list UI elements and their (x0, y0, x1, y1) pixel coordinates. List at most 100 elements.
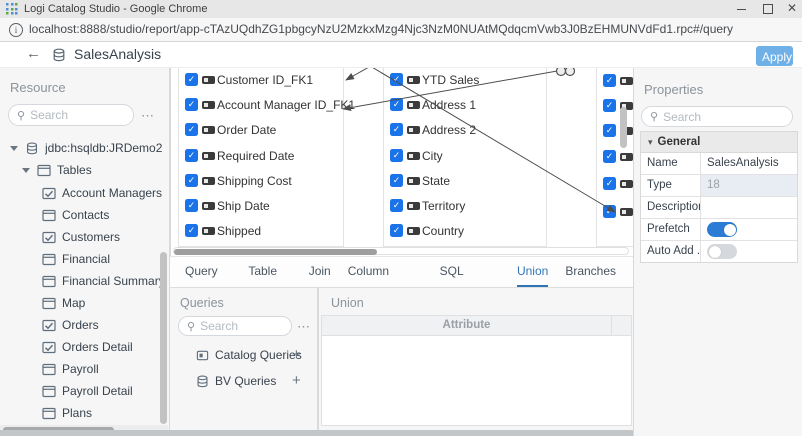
name-value[interactable]: SalesAnalysis (707, 157, 779, 169)
field-row[interactable]: ✓Ship Date (185, 193, 270, 218)
bv-queries-icon (196, 375, 209, 388)
field-row[interactable]: ✓State (390, 168, 450, 193)
checkbox-checked-icon[interactable]: ✓ (390, 149, 403, 162)
field-row[interactable]: ✓Account Manager ID_FK1 (185, 92, 355, 117)
field-row[interactable]: ✓Shipped (185, 218, 261, 243)
table-panel-orders[interactable]: ✓Customer ID_FK1 ✓Account Manager ID_FK1… (178, 68, 355, 247)
table-panel-customers[interactable]: ✓YTD Sales ✓Address 1 ✓Address 2 ✓City ✓… (383, 68, 547, 247)
diagram-vertical-scrollbar[interactable] (620, 107, 627, 148)
general-section-header[interactable]: ▾ General (641, 132, 797, 153)
checkbox-checked-icon[interactable]: ✓ (390, 123, 403, 136)
tree-item-table[interactable]: Payroll Detail (42, 382, 133, 400)
tree-item-table[interactable]: Customers (42, 228, 120, 246)
tree-item-table[interactable]: Map (42, 294, 85, 312)
tree-item-table[interactable]: Contacts (42, 206, 109, 224)
tree-item-connection[interactable]: jdbc:hsqldb:JRDemo2320 (10, 139, 163, 157)
checkbox-checked-icon[interactable]: ✓ (603, 74, 616, 87)
queries-search-input[interactable] (200, 319, 269, 333)
tab-branches[interactable]: Branches (565, 264, 617, 278)
url-text[interactable]: localhost:8888/studio/report/app-cTAzUQd… (29, 22, 734, 36)
tab-join[interactable]: Join (308, 264, 331, 278)
join-link-icon[interactable] (555, 68, 576, 77)
tree-item-table[interactable]: Financial Summary (42, 272, 165, 290)
checkbox-checked-icon[interactable]: ✓ (603, 99, 616, 112)
checkbox-checked-icon[interactable]: ✓ (185, 73, 198, 86)
tree-item-table[interactable]: Orders (42, 316, 99, 334)
field-row[interactable]: ✓Shipping Cost (185, 168, 292, 193)
field-row[interactable]: ✓In (603, 171, 633, 196)
caret-down-icon[interactable] (22, 167, 30, 173)
queries-panel: Queries ⚲ ⋯ Catalog Queries + BV Queries… (170, 288, 318, 430)
add-bv-query-button[interactable]: + (292, 372, 301, 389)
checkbox-checked-icon[interactable]: ✓ (185, 149, 198, 162)
diagram-horizontal-scrollbar-track[interactable] (173, 247, 629, 255)
tree-item-table[interactable]: Payroll (42, 360, 99, 378)
checkbox-checked-icon[interactable]: ✓ (185, 98, 198, 111)
tree-item-table[interactable]: Financial (42, 250, 110, 268)
tab-sql-statement[interactable]: SQL Statement (439, 264, 495, 307)
checkbox-checked-icon[interactable]: ✓ (390, 174, 403, 187)
properties-search[interactable]: ⚲ (641, 106, 793, 127)
apply-button[interactable]: Apply (756, 46, 793, 66)
caret-down-icon[interactable] (10, 145, 18, 151)
auto-add-toggle[interactable] (707, 244, 737, 259)
field-row[interactable]: ✓YTD Sales (390, 68, 479, 92)
queries-search[interactable]: ⚲ (178, 316, 292, 336)
minimize-icon[interactable] (737, 9, 746, 10)
tree-item-table[interactable]: Plans (42, 404, 92, 422)
bv-queries-item[interactable]: BV Queries (196, 373, 276, 389)
table-checked-icon (42, 187, 56, 200)
table-panel-partial[interactable]: ✓P ✓C ✓P ✓C ✓In ✓R (596, 68, 633, 247)
checkbox-checked-icon[interactable]: ✓ (603, 124, 616, 137)
field-row[interactable]: ✓Territory (390, 193, 465, 218)
field-row[interactable]: ✓C (603, 144, 633, 169)
checkbox-checked-icon[interactable]: ✓ (603, 205, 616, 218)
info-icon[interactable]: i (9, 23, 23, 37)
checkbox-checked-icon[interactable]: ✓ (390, 199, 403, 212)
tree-item-table[interactable]: Account Managers (42, 184, 162, 202)
tab-column-conditions[interactable]: Column Conditions (347, 264, 405, 307)
back-arrow-icon[interactable]: ← (26, 45, 41, 62)
field-row[interactable]: ✓P (603, 118, 633, 143)
field-row[interactable]: ✓P (603, 68, 633, 93)
maximize-icon[interactable] (763, 4, 773, 14)
description-value[interactable] (701, 197, 797, 218)
field-row[interactable]: ✓C (603, 93, 633, 118)
field-row[interactable]: ✓Address 2 (390, 117, 476, 142)
checkbox-checked-icon[interactable]: ✓ (390, 224, 403, 237)
diagram-horizontal-scrollbar[interactable] (174, 248, 377, 255)
tab-union[interactable]: Union (516, 257, 549, 287)
field-row[interactable]: ✓City (390, 143, 443, 168)
union-table-body[interactable] (321, 336, 632, 426)
checkbox-checked-icon[interactable]: ✓ (390, 73, 403, 86)
tree-item-table[interactable]: Orders Detail (42, 338, 133, 356)
checkbox-checked-icon[interactable]: ✓ (185, 224, 198, 237)
field-row[interactable]: ✓R (603, 199, 633, 224)
tree-item-tables-folder[interactable]: Tables (22, 161, 92, 179)
field-row[interactable]: ✓Customer ID_FK1 (185, 68, 313, 92)
resource-search-input[interactable] (30, 108, 113, 122)
checkbox-checked-icon[interactable]: ✓ (185, 174, 198, 187)
field-row[interactable]: ✓Address 1 (390, 92, 476, 117)
close-icon[interactable]: ✕ (787, 1, 798, 15)
properties-table: ▾ General Name SalesAnalysis Type 18 Des… (640, 131, 798, 263)
prefetch-toggle[interactable] (707, 222, 737, 237)
queries-more-icon[interactable]: ⋯ (297, 319, 311, 334)
tab-query-filter[interactable]: Query Filter (185, 264, 218, 307)
properties-search-input[interactable] (663, 109, 774, 124)
checkbox-checked-icon[interactable]: ✓ (603, 177, 616, 190)
checkbox-checked-icon[interactable]: ✓ (603, 150, 616, 163)
checkbox-checked-icon[interactable]: ✓ (185, 123, 198, 136)
checkbox-checked-icon[interactable]: ✓ (390, 98, 403, 111)
resource-more-icon[interactable]: ⋯ (141, 108, 155, 123)
add-catalog-query-button[interactable]: + (292, 346, 301, 363)
checkbox-checked-icon[interactable]: ✓ (185, 199, 198, 212)
field-row[interactable]: ✓Required Date (185, 143, 294, 168)
field-row[interactable]: ✓Order Date (185, 117, 276, 142)
resource-vertical-scrollbar[interactable] (160, 252, 167, 424)
url-bar[interactable]: i localhost:8888/studio/report/app-cTAzU… (0, 18, 802, 42)
resource-search[interactable]: ⚲ (8, 104, 134, 126)
tab-table-filter[interactable]: Table Filter (248, 264, 278, 307)
field-row[interactable]: ✓Country (390, 218, 464, 243)
catalog-queries-item[interactable]: Catalog Queries (196, 347, 302, 363)
